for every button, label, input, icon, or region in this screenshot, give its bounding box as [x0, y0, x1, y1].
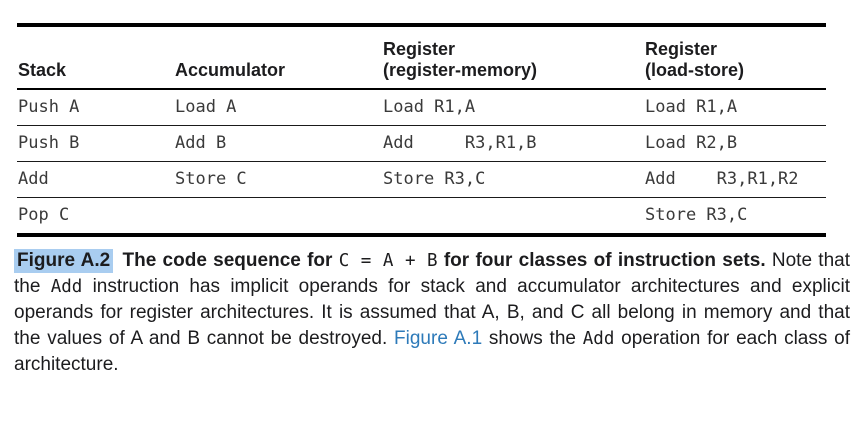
- caption-text: shows the: [482, 328, 583, 349]
- table-row: Push A Load A Load R1,A Load R1,A: [17, 89, 826, 126]
- code-cell: Load R2,B: [644, 125, 826, 162]
- code-cell: Add B: [174, 125, 382, 162]
- caption-code-add: Add: [50, 277, 83, 297]
- caption-code-add: Add: [582, 329, 615, 349]
- code-cell: Load A: [174, 89, 382, 126]
- code-cell: [382, 197, 644, 236]
- caption-text: instruction has implicit operands for st…: [14, 276, 850, 349]
- column-header-label: Register: [645, 39, 718, 59]
- caption-code-expression: C = A + B: [338, 251, 438, 271]
- column-header-label: Stack: [18, 60, 67, 80]
- caption-bold-text: The code sequence for: [116, 250, 339, 271]
- column-header-label: Register: [383, 39, 456, 59]
- code-cell: Push A: [17, 89, 174, 126]
- code-cell: Load R1,A: [644, 89, 826, 126]
- column-header-label: Accumulator: [175, 60, 286, 80]
- code-cell: Add R3,R1,R2: [644, 161, 826, 198]
- column-header-sublabel: (load-store): [645, 60, 744, 80]
- figure-caption: Figure A.2 The code sequence for C = A +…: [14, 248, 850, 378]
- code-cell: Store C: [174, 161, 382, 198]
- code-cell: Push B: [17, 125, 174, 162]
- column-header-sublabel: (register-memory): [383, 60, 538, 80]
- table-row: Pop C Store R3,C: [17, 197, 826, 236]
- caption-text: operation for each class of architecture…: [14, 328, 850, 375]
- code-cell: Add: [17, 161, 174, 198]
- column-header-accumulator: Accumulator: [174, 25, 382, 90]
- column-header-load-store: Register(load-store): [644, 25, 826, 90]
- code-cell: Add R3,R1,B: [382, 125, 644, 162]
- column-header-register-memory: Register(register-memory): [382, 25, 644, 90]
- column-header-stack: Stack: [17, 25, 174, 90]
- figure-a1-link[interactable]: Figure A.1: [394, 328, 483, 349]
- code-cell: Store R3,C: [644, 197, 826, 236]
- figure-label-highlighted: Figure A.2: [14, 249, 114, 273]
- table-header-row: Stack Accumulator Register(register-memo…: [17, 25, 826, 90]
- code-cell: [174, 197, 382, 236]
- caption-bold-text: for four classes of instruction sets.: [437, 250, 766, 271]
- instruction-sequence-table: Stack Accumulator Register(register-memo…: [17, 23, 826, 237]
- code-cell: Load R1,A: [382, 89, 644, 126]
- table-row: Push B Add B Add R3,R1,B Load R2,B: [17, 125, 826, 162]
- document-page: Stack Accumulator Register(register-memo…: [0, 23, 853, 426]
- code-cell: Pop C: [17, 197, 174, 236]
- table-row: Add Store C Store R3,C Add R3,R1,R2: [17, 161, 826, 198]
- code-cell: Store R3,C: [382, 161, 644, 198]
- caption-text: Note that the: [14, 250, 850, 297]
